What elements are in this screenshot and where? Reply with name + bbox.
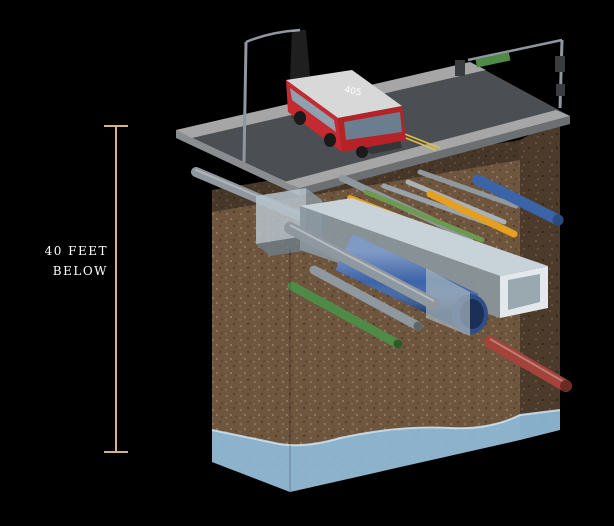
bus-route-number: 405 [343, 85, 362, 98]
pipe-gray [417, 169, 519, 209]
pipe-green [363, 189, 485, 243]
pipe-gray [405, 179, 507, 225]
groundwater-layer [212, 410, 560, 492]
depth-bracket [104, 125, 128, 453]
lower-utility-pipes [284, 222, 572, 392]
depth-label-line-2: BELOW [52, 264, 108, 278]
traffic-signal-pole [455, 38, 565, 109]
street-light-pole [242, 28, 310, 163]
pipe-gray [309, 265, 423, 331]
pipe-green [287, 281, 403, 349]
pipe-red [484, 336, 572, 392]
depth-label-line-1: 40 FEET [44, 244, 108, 258]
pipe-gray [284, 222, 440, 310]
depth-label: 40 FEET BELOW [30, 241, 108, 281]
pipe-yellow [426, 190, 518, 238]
city-bus: 405 [286, 70, 406, 158]
pipe-blue [472, 174, 564, 226]
